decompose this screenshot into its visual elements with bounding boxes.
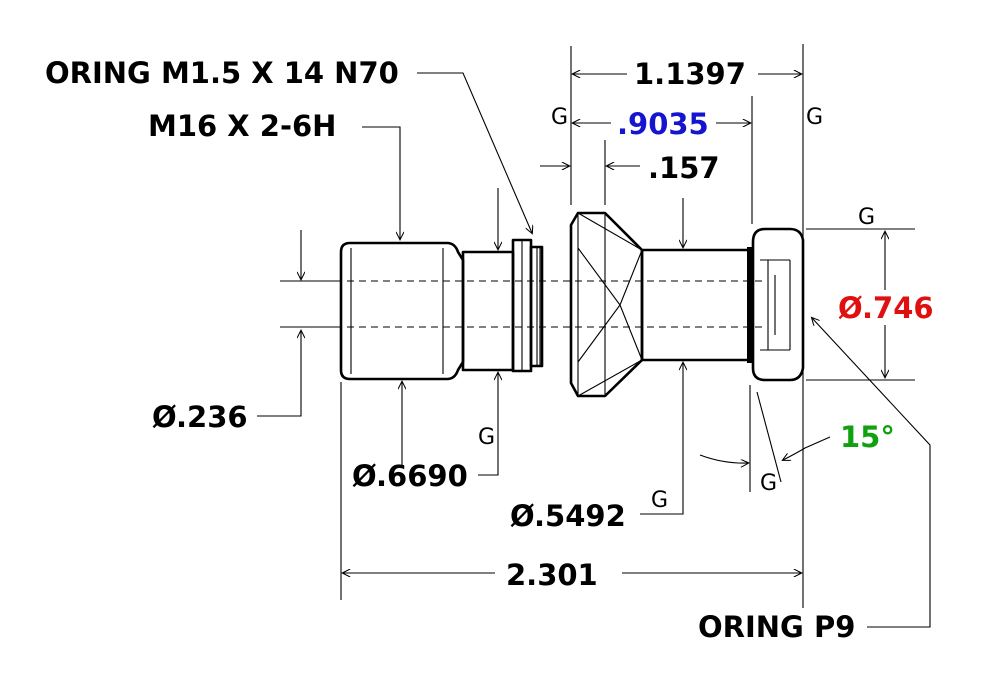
label-dim-157: .157 — [648, 151, 720, 185]
groove-step — [529, 245, 544, 368]
leader-oring-top — [417, 72, 532, 233]
label-dim-9035: .9035 — [617, 107, 709, 141]
label-dia-236: Ø.236 — [152, 400, 248, 434]
part-outline — [335, 211, 805, 398]
angle-ref-line — [756, 391, 782, 483]
label-oring-top: ORING M1.5 X 14 N70 — [45, 56, 399, 90]
flange-hex-faces — [577, 212, 643, 397]
g-marker: G — [858, 205, 875, 230]
label-oring-p9: ORING P9 — [698, 610, 855, 644]
label-dim-2-301: 2.301 — [506, 558, 598, 592]
head — [751, 227, 805, 382]
oring-p9-ring — [747, 247, 753, 363]
label-dia-5492: Ø.5492 — [510, 499, 626, 533]
dim-line-dia-5492 — [640, 363, 683, 515]
dimension-lines — [257, 72, 931, 628]
g-marker: G — [806, 105, 823, 130]
threaded-shank — [339, 241, 465, 381]
g-marker: G — [760, 471, 777, 496]
label-dim-1-1397: 1.1397 — [634, 57, 746, 91]
angle-arc-15 — [783, 436, 831, 460]
extension-lines — [280, 44, 915, 608]
g-marker: G — [551, 105, 568, 130]
relief-neck — [461, 250, 515, 372]
g-marker: G — [478, 425, 495, 450]
dim-line-dia-6690 — [478, 373, 498, 476]
label-dia-6690: Ø.6690 — [352, 459, 468, 493]
angle-arc-15 — [699, 454, 748, 463]
leader-thread — [362, 126, 400, 239]
dim-line-dia-236 — [257, 331, 301, 417]
leader-oring-p9 — [812, 318, 931, 628]
label-thread: M16 X 2-6H — [148, 109, 336, 143]
flange — [569, 211, 644, 398]
body-shaft — [640, 248, 752, 362]
label-angle-15: 15° — [840, 420, 895, 454]
g-marker: G — [651, 488, 668, 513]
head-bore — [760, 259, 790, 351]
labels: ORING M1.5 X 14 N70 M16 X 2-6H 1.1397 .9… — [45, 56, 934, 644]
label-dia-746: Ø.746 — [838, 291, 934, 325]
